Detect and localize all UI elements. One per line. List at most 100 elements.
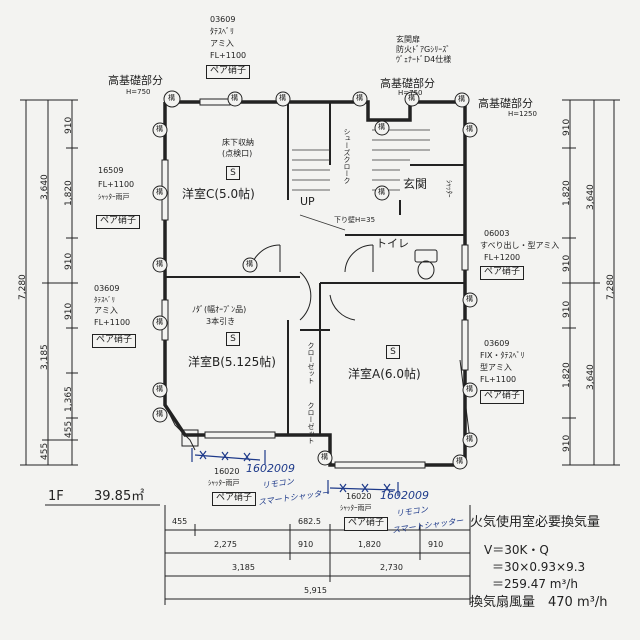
top-window-glass: ペア硝子 [206,65,251,79]
dim-right-fine-1: 910 [562,118,572,136]
column-label: 構 [466,385,473,393]
floor-area: 39.85㎡ [94,489,145,504]
storage-mark-a: S [386,345,400,359]
column-label: 構 [168,94,175,102]
floor-label: 1F [48,489,64,504]
dim-bottom-2-2: 910 [298,540,314,549]
dim-right-inner-1: 3,640 [586,184,596,210]
column-label: 構 [458,95,465,103]
top-window-code: 03609 [210,15,236,24]
right-window-2-code: 03609 [484,339,510,348]
left-window-1-code: 16509 [98,166,124,175]
storage-mark-c: S [226,166,240,180]
right-window-2-type: FIX・ﾀﾃｽﾍﾞﾘ [480,351,525,360]
nodo-label: ﾉﾀﾞ(幅ｵｰﾌﾞﾝ品) [192,305,247,314]
dim-left-fine-1: 910 [64,116,74,134]
column-markers [152,90,478,470]
storage-mark-b: S [226,332,240,346]
dim-left-fine-4: 910 [64,302,74,320]
column-label: 構 [156,385,163,393]
entrance-door-line3: ｳﾞｪﾅｰﾄﾞD4仕様 [396,55,452,64]
dim-right-outer: 7,280 [606,274,616,300]
bottom-window-2-code: 16020 [346,492,372,501]
dim-left-fine-5: 1,365 [64,386,74,412]
ventilation-line-4: 換気扇風量 470 m³/h [470,595,608,610]
column-label: 構 [279,94,286,102]
high-base-2-h: H=750 [398,89,423,97]
dim-bottom-1-1: 455 [172,517,188,526]
handwritten-code-2: 1602009 [380,489,429,502]
interior-walls [165,102,465,435]
left-window-1-height: FL+1100 [98,180,135,189]
bottom-window-2-shutter: ｼｬｯﾀｰ雨戸 [340,504,372,512]
top-window-height: FL+1100 [210,51,247,60]
left-window-2-height: FL+1100 [94,318,131,327]
ventilation-line-2: ＝30×0.93×9.3 [492,560,586,574]
top-window-type: ﾀﾃｽﾍﾞﾘ [210,27,234,36]
high-base-1-h: H=750 [126,88,151,96]
dim-bottom-3-1: 3,185 [232,563,255,572]
dim-left-inner-3: 455 [40,442,50,460]
bottom-window-1-glass: ペア硝子 [212,492,257,506]
dim-right-fine-3: 910 [562,254,572,272]
room-c-label: 洋室C(5.0帖) [182,187,255,201]
high-base-2-label: 高基礎部分 [380,77,435,90]
bottom-window-1-shutter: ｼｬｯﾀｰ雨戸 [208,479,240,487]
left-window-1-shutter: ｼｬｯﾀｰ雨戸 [98,193,130,201]
dim-ticks-left [20,99,78,466]
dim-left-fine-3: 910 [64,252,74,270]
right-window-1-height: FL+1200 [484,253,521,262]
column-label: 構 [466,435,473,443]
high-base-3-h: H=1250 [508,110,537,118]
dim-ticks-right [562,99,620,466]
right-window-2-screen: 型アミ入 [480,363,512,372]
underfloor-sub: (点検口) [222,149,253,158]
column-label: 構 [246,260,253,268]
column-label: 構 [378,188,385,196]
toilet-fixture [414,249,438,280]
ventilation-line-3: ＝259.47 m³/h [492,577,578,591]
dim-bottom-2-3: 1,820 [358,540,381,549]
dim-left-outer: 7,280 [18,274,28,300]
ventilation-line-1: V＝30K・Q [484,543,549,557]
room-b-label: 洋室B(5.125帖) [188,355,276,369]
ventilation-title: 火気使用室必要換気量 [470,515,601,530]
handwritten-marks [191,448,399,496]
column-label: 構 [356,94,363,102]
dim-bottom-3-2: 2,730 [380,563,403,572]
column-label: 構 [231,94,238,102]
entrance-label: 玄関 [403,177,428,191]
dim-right-fine-2: 1,820 [562,180,572,206]
column-label: 構 [456,457,463,465]
dim-left-fine-6: 455 [64,420,74,438]
left-window-1-glass: ペア硝子 [96,215,141,229]
dim-ticks-bottom [164,505,471,605]
shutter-label: ｼｬｯﾀｰ [445,180,453,198]
dim-left-inner-2: 3,185 [40,344,50,370]
column-label: 構 [466,295,473,303]
bay-windows [164,359,471,451]
nodo-sub: 3本引き [206,317,236,326]
shoe-closet-label: シューズクローク [343,128,351,184]
dim-bottom-4-1: 5,915 [304,586,327,595]
column-label: 構 [156,260,163,268]
right-window-1-glass: ペア硝子 [480,266,525,280]
dim-right-fine-5: 1,820 [562,362,572,388]
column-label: 構 [378,123,385,131]
handwritten-code-1: 1602009 [246,462,295,475]
room-a-label: 洋室A(6.0帖) [348,367,421,381]
left-window-2-type: ﾀﾃｽﾍﾞﾘ [94,296,115,304]
high-base-3-label: 高基礎部分 [478,97,533,110]
column-label: 構 [466,125,473,133]
right-window-1-type: すべり出し・型アミ入 [480,241,560,250]
dim-bottom-2-4: 910 [428,540,444,549]
column-label: 構 [408,94,415,102]
dim-right-inner-2: 3,640 [586,364,596,390]
right-window-1-code: 06003 [484,229,510,238]
column-label: 構 [156,188,163,196]
entrance-door-line2: 防火ﾄﾞｱGｼﾘｰｽﾞ [396,45,451,54]
dim-left-inner-1: 3,640 [40,174,50,200]
top-window-screen: アミ入 [210,39,234,48]
left-window-2-glass: ペア硝子 [92,334,137,348]
